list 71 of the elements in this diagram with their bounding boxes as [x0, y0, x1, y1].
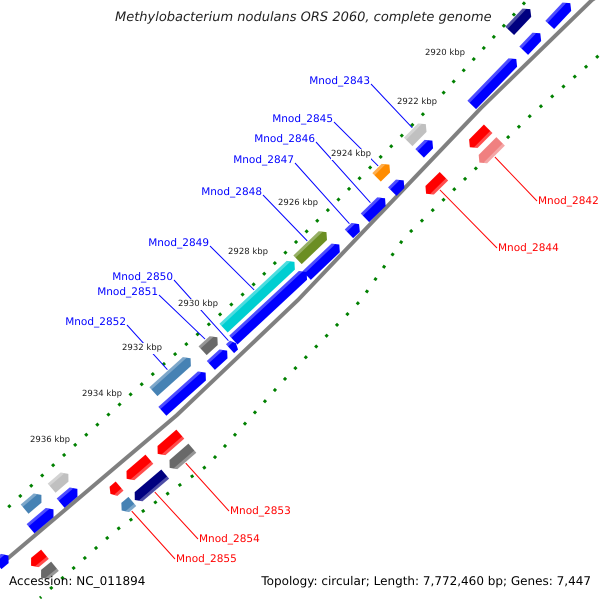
gene-label: Mnod_2853	[230, 504, 291, 518]
gene-glyph	[404, 123, 427, 146]
accession-text: Accession: NC_011894	[9, 574, 146, 588]
gene-glyph	[31, 550, 49, 568]
leader-line	[262, 194, 308, 242]
gene-glyph	[56, 488, 78, 508]
gene-label: Mnod_2849	[148, 236, 209, 250]
gene-glyph	[519, 32, 542, 55]
gene-glyph	[415, 140, 434, 158]
gene-glyph	[206, 350, 228, 370]
scale-label: 2926 kbp	[278, 198, 318, 209]
gene-glyph	[26, 508, 54, 534]
gene-glyph	[467, 58, 518, 110]
gene-glyph	[48, 472, 68, 493]
title: Methylobacterium nodulans ORS 2060, complete genome	[115, 11, 492, 25]
gene-glyph	[388, 180, 404, 196]
gene-label: Mnod_2847	[233, 153, 294, 167]
gene-label: Mnod_2848	[201, 185, 262, 199]
genome-info: Topology: circular; Length: 7,772,460 bp; Genes: 7,447	[261, 574, 591, 588]
gene-glyph	[226, 340, 238, 354]
gene-glyph	[110, 482, 124, 496]
gene-label: Mnod_2850	[112, 270, 173, 284]
scale-label: 2934 kbp	[82, 389, 122, 400]
leader-line	[494, 156, 538, 202]
gene-label: Mnod_2845	[272, 112, 333, 126]
gene-label: Mnod_2854	[199, 532, 260, 546]
scale-label: 2930 kbp	[178, 299, 218, 310]
scale-label: 2928 kbp	[228, 247, 268, 258]
scale-label: 2936 kbp	[30, 435, 70, 446]
gene-glyph	[126, 454, 154, 480]
gene-glyph	[469, 124, 492, 148]
gene-label: Mnod_2846	[254, 132, 315, 146]
gene-glyph	[158, 372, 206, 416]
scale-label: 2920 kbp	[425, 48, 466, 59]
gene-label: Mnod_2843	[309, 74, 370, 88]
gene-label: Mnod_2844	[498, 241, 559, 255]
leader-line	[210, 246, 255, 290]
gene-label: Mnod_2852	[65, 315, 126, 329]
gene-label: Mnod_2855	[176, 552, 237, 566]
gene-glyph	[478, 137, 505, 164]
leader-line	[370, 84, 413, 128]
gene-glyph	[505, 8, 532, 36]
gene-glyph	[170, 444, 196, 470]
gene-glyph	[360, 197, 386, 222]
gene-glyph	[344, 223, 360, 238]
leader-line	[294, 162, 350, 224]
gene-glyph	[293, 231, 327, 264]
gene-glyph	[121, 496, 136, 512]
leader-line	[158, 294, 206, 340]
leader-line	[185, 462, 230, 512]
gene-glyph	[425, 172, 448, 195]
gene-glyph	[545, 2, 572, 30]
gene-label: Mnod_2851	[97, 285, 158, 299]
gene-glyph	[0, 554, 9, 570]
gene-glyph	[219, 260, 295, 332]
scale-label: 2924 kbp	[331, 149, 372, 160]
gene-glyph	[372, 164, 390, 182]
leader-line	[439, 189, 498, 248]
gene-label: Mnod_2842	[538, 194, 599, 208]
leader-line	[316, 142, 371, 204]
gene-glyph	[302, 244, 340, 280]
scale-label: 2932 kbp	[122, 343, 162, 354]
leader-line	[154, 492, 198, 540]
gene-glyph	[158, 430, 184, 456]
leader-line	[131, 510, 176, 560]
gene-glyph	[134, 469, 170, 502]
scale-label: 2922 kbp	[397, 97, 438, 108]
gene-glyph	[149, 357, 191, 396]
gene-glyph	[20, 494, 42, 514]
gene-glyph	[229, 270, 308, 344]
gene-glyph	[198, 336, 218, 356]
